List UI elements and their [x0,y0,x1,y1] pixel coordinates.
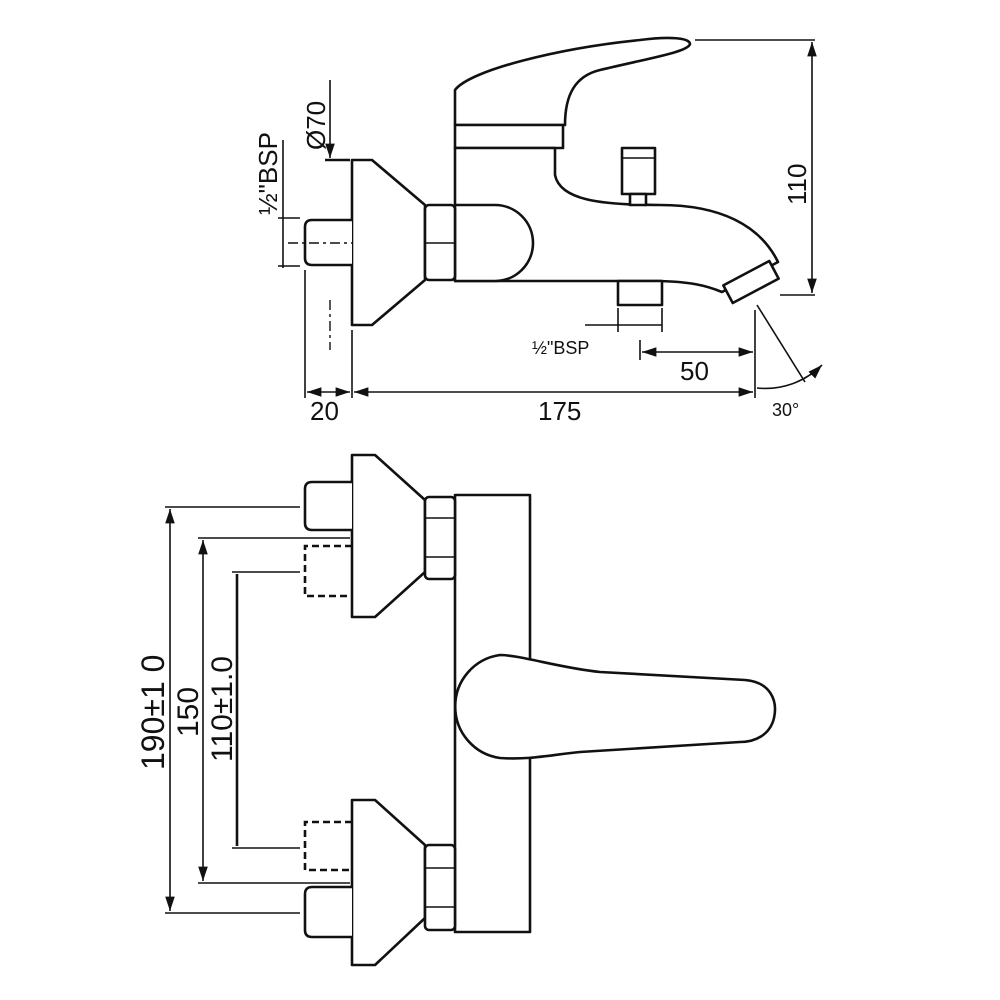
dim-max-centres: 190±1 0 [135,655,171,770]
diverter-knob [620,146,657,207]
dim-nominal-centres: 150 [172,687,205,737]
dim-wall-offset: 20 [310,396,339,426]
dim-projection: 175 [538,396,581,426]
upper-connector [303,453,457,619]
spout-body [453,146,780,294]
dim-height: 110 [782,164,812,205]
bath-outlet [616,279,664,307]
lever-handle-front [453,653,777,760]
body-boss [453,203,535,283]
dim-outlet-thread: ½"BSP [532,338,589,358]
dim-spout: 50 [680,356,709,386]
dim-inlet-thread: ½"BSP [253,132,283,215]
front-view: 190±1 0 150 110±1.0 [135,453,777,967]
dim-min-centres: 110±1.0 [206,656,239,762]
side-view: Ø70 ½"BSP 110 20 175 ½"BSP 50 30° [253,36,823,426]
wall-flange [350,158,427,327]
dim-diameter: Ø70 [301,101,331,150]
hex-nut [423,203,457,282]
dim-angle: 30° [772,400,799,420]
lower-connector [303,798,457,967]
lever-handle [453,36,692,150]
aerator [722,259,780,305]
